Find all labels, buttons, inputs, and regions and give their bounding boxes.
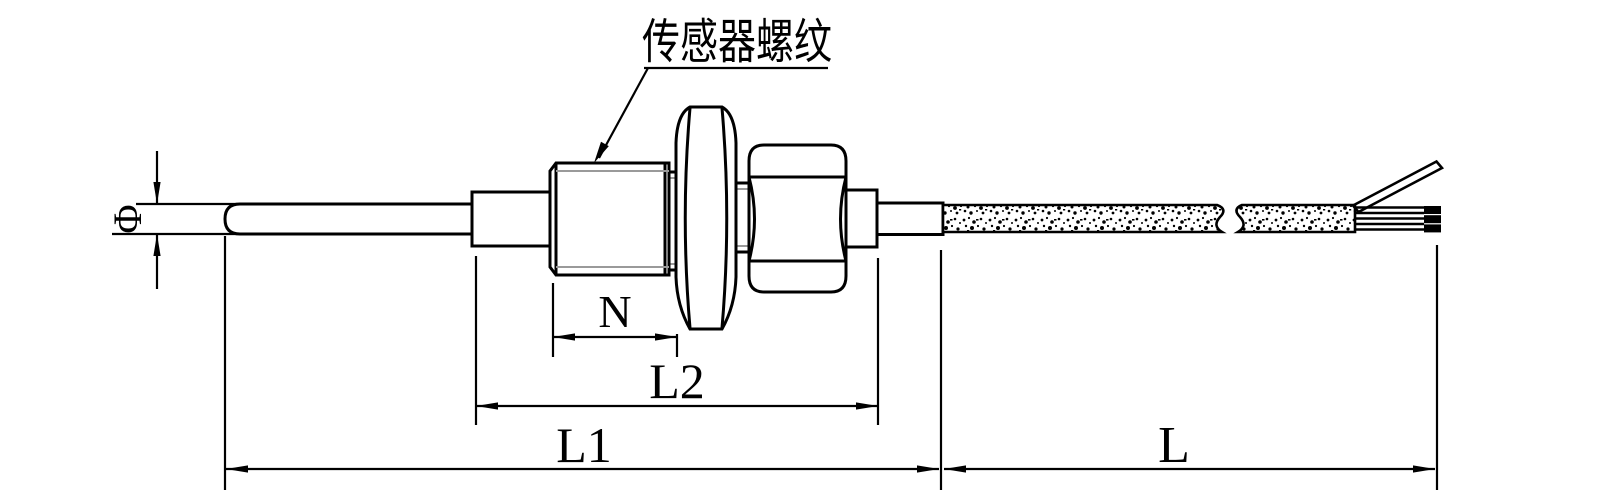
- wire-tip: [1424, 215, 1441, 224]
- dim-arrow-icon: [153, 234, 161, 256]
- dimension-diameter: Φ: [106, 151, 246, 289]
- rear-collar: [843, 188, 879, 249]
- leader-arrow-icon: [594, 141, 609, 163]
- braided-cable: [941, 203, 1357, 234]
- wire-tip: [1424, 224, 1441, 233]
- cable-bushing: [875, 201, 945, 236]
- dimension-l2: L2: [474, 256, 880, 425]
- dimension-l: L: [944, 245, 1439, 490]
- dim-arrow-icon: [1413, 465, 1435, 473]
- compression-nut: [747, 143, 848, 294]
- probe-collar: [470, 190, 554, 248]
- thread-body: [548, 161, 671, 277]
- dim-arrow-icon: [917, 465, 939, 473]
- dim-arrow-icon: [553, 333, 575, 341]
- lead-wires: [1350, 159, 1445, 233]
- bent-wire: [1350, 159, 1445, 214]
- hex-nut: [674, 105, 738, 331]
- dimension-l1: L1: [223, 236, 943, 490]
- l1-label: L1: [556, 417, 612, 473]
- dim-arrow-icon: [655, 333, 677, 341]
- probe-sheath: [223, 202, 474, 236]
- dim-arrow-icon: [476, 402, 498, 410]
- dimension-n: N: [551, 283, 679, 357]
- l2-label: L2: [649, 353, 705, 409]
- dim-arrow-icon: [226, 465, 248, 473]
- dim-arrow-icon: [944, 465, 966, 473]
- wire-tip: [1424, 206, 1441, 214]
- sensor-thread-callout: 传感器螺纹: [594, 14, 832, 163]
- n-label: N: [598, 286, 631, 337]
- dim-arrow-icon: [856, 402, 878, 410]
- l-label: L: [1158, 417, 1190, 474]
- diameter-label: Φ: [106, 204, 151, 233]
- sensor-thread-label: 传感器螺纹: [642, 14, 832, 70]
- dim-arrow-icon: [153, 182, 161, 204]
